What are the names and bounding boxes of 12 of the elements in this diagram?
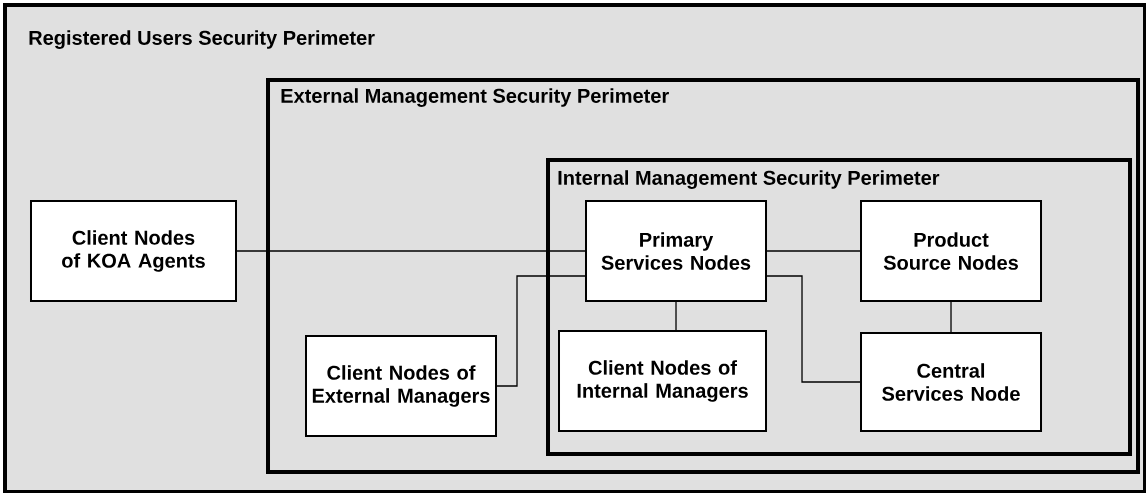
node-box: Product Source Nodes <box>860 200 1042 302</box>
node-box: Client Nodes of Internal Managers <box>558 330 767 432</box>
node-box: Client Nodes of External Managers <box>305 335 497 437</box>
connector-line <box>675 301 677 331</box>
connector-line <box>950 301 952 333</box>
connector-line <box>766 250 861 252</box>
connector-line <box>236 250 586 252</box>
node-box: Client Nodes of KOA Agents <box>30 200 237 302</box>
connector-line <box>496 275 586 387</box>
node-box: Primary Services Nodes <box>585 200 767 302</box>
node-box: Central Services Node <box>860 332 1042 432</box>
connector-line <box>766 275 861 383</box>
